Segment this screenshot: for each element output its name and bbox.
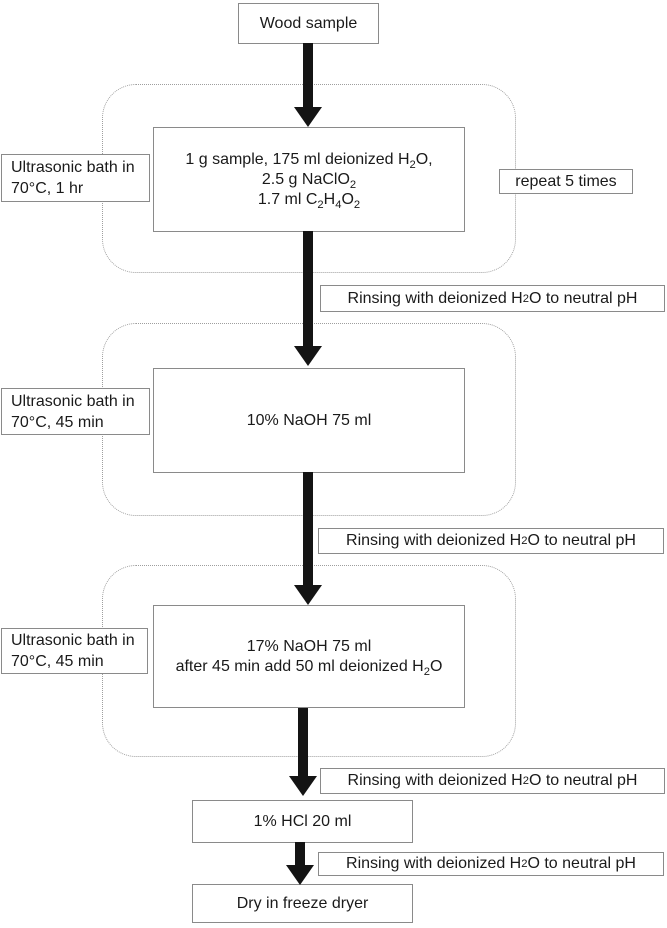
stage1-condition-label: Ultrasonic bath in 70°C, 1 hr — [1, 154, 150, 202]
down-arrow-5 — [286, 842, 314, 885]
stage1-line2: 2.5 g NaClO2 — [261, 170, 357, 191]
stage1-process-box: 1 g sample, 175 ml deionized H2O, 2.5 g … — [153, 127, 465, 232]
stage3-line1: 17% NaOH 75 ml — [246, 637, 372, 655]
arrow-head — [294, 585, 322, 605]
stage1-repeat-label: repeat 5 times — [499, 169, 633, 194]
arrow-head — [294, 107, 322, 127]
down-arrow-3 — [294, 472, 322, 605]
stage1-line1: 1 g sample, 175 ml deionized H2O, — [185, 150, 433, 171]
wood-sample-box: Wood sample — [238, 3, 379, 44]
down-arrow-1 — [294, 43, 322, 127]
stage2-condition-label: Ultrasonic bath in 70°C, 45 min — [1, 388, 150, 435]
stage3-process-box: 17% NaOH 75 ml after 45 min add 50 ml de… — [153, 605, 465, 708]
freeze-dryer-label: Dry in freeze dryer — [236, 894, 369, 912]
stage1-line3: 1.7 ml C2H4O2 — [257, 190, 361, 211]
arrow-shaft — [295, 842, 305, 867]
stage2-process-box: 10% NaOH 75 ml — [153, 368, 465, 473]
stage2-line1: 10% NaOH 75 ml — [246, 411, 372, 429]
arrow-shaft — [303, 43, 313, 109]
stage3-condition-label: Ultrasonic bath in 70°C, 45 min — [1, 628, 148, 674]
freeze-dryer-box: Dry in freeze dryer — [192, 884, 413, 923]
arrow-head — [286, 865, 314, 885]
stage3-line2: after 45 min add 50 ml deionized H2O — [175, 657, 443, 678]
hcl-label: 1% HCl 20 ml — [253, 812, 352, 830]
hcl-box: 1% HCl 20 ml — [192, 800, 413, 843]
arrow-head — [289, 776, 317, 796]
arrow-shaft — [303, 472, 313, 587]
arrow-shaft — [298, 708, 308, 778]
down-arrow-2 — [294, 231, 322, 366]
wood-sample-label: Wood sample — [259, 14, 358, 32]
down-arrow-4 — [289, 708, 317, 796]
arrow-head — [294, 346, 322, 366]
arrow-shaft — [303, 231, 313, 348]
